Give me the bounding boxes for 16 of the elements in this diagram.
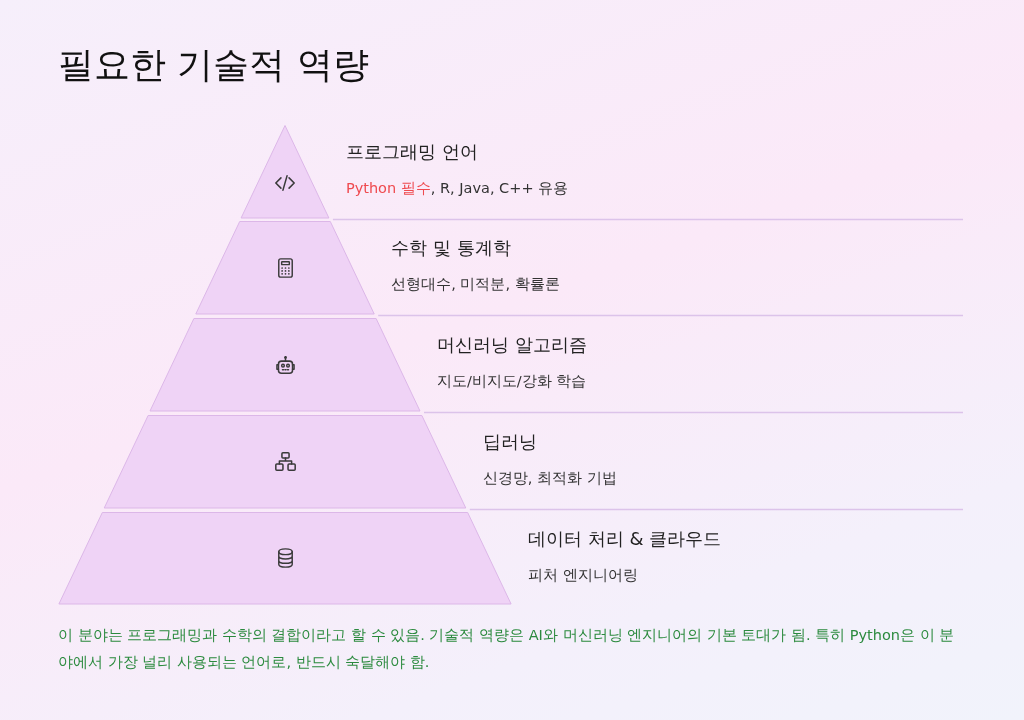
pyramid-layer [240,125,963,221]
layer-description: 지도/비지도/강화 학습 [437,372,587,391]
layer-heading: 프로그래밍 언어 [345,140,478,164]
layer-description: Python 필수, R, Java, C++ 유용 [345,179,569,198]
layer-heading: 수학 및 통계학 [391,236,511,260]
layer-heading: 데이터 처리 & 클라우드 [528,527,722,551]
diagram-title: 필요한 기술적 역량 [58,43,369,87]
layer-heading: 딥러닝 [482,430,537,454]
caption-text: 이 분야는 프로그래밍과 수학의 결합이라고 할 수 있음. 기술적 역량은 AI와 머신러닝 엔지니어의 기본 토대가 됨. 특히 Python은 이 분야에서 가장 널리 사용되는 언어로, 반드시 숙달해야 함. [58,626,956,672]
layer-heading: 머신러닝 알고리즘 [437,333,587,357]
layer-description: 신경망, 최적화 기법 [482,469,617,488]
pyramid-layer [149,318,963,414]
pyramid-layer [194,221,963,317]
pyramid-layer [103,415,963,511]
layer-description: 피처 엔지니어링 [528,566,638,585]
layer-description: 선형대수, 미적분, 확률론 [391,275,560,294]
